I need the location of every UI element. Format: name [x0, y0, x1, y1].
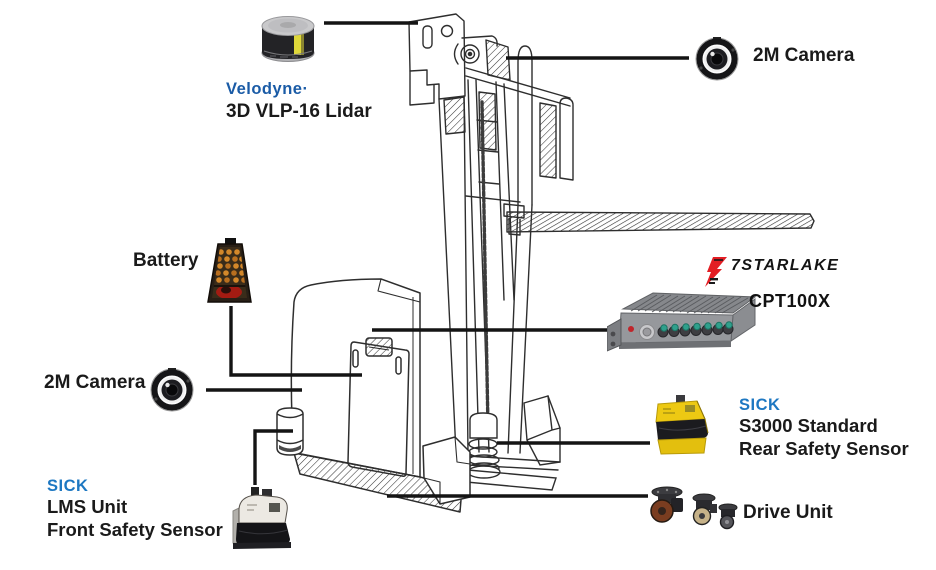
starlake-bolt-icon	[705, 257, 727, 287]
computer-model: CPT100X	[749, 291, 831, 311]
drive-unit-label: Drive Unit	[743, 502, 833, 523]
camera-right-image	[695, 37, 739, 81]
front-sensor-name: Front Safety Sensor	[47, 518, 223, 540]
computer-label: 7STARLAKE CPT100X	[705, 257, 839, 312]
rear-sensor-label: SICK S3000 Standard Rear Safety Sensor	[739, 396, 909, 460]
rear-sensor-image	[655, 395, 709, 455]
callout-lines	[206, 21, 689, 498]
callout-front-sensor	[253, 429, 293, 485]
velodyne-brand: Velodyne·	[226, 80, 309, 98]
lidar-label: Velodyne· 3D VLP-16 Lidar	[226, 80, 372, 124]
front-sensor-model: LMS Unit	[47, 496, 128, 517]
computer-brand: 7STARLAKE	[731, 257, 840, 274]
rear-sensor-name: Rear Safety Sensor	[739, 437, 909, 459]
camera-left-image	[150, 368, 194, 412]
sick-brand-rear: SICK	[739, 396, 781, 414]
sketch-fork	[503, 203, 815, 236]
front-sensor-image	[232, 487, 291, 549]
battery-image	[207, 238, 252, 303]
sketch-body	[276, 278, 471, 513]
rear-sensor-model: S3000 Standard	[739, 415, 878, 436]
lidar-image	[261, 16, 315, 62]
lidar-name: 3D VLP-16 Lidar	[226, 101, 372, 122]
callout-battery	[229, 306, 362, 377]
front-sensor-label: SICK LMS Unit Front Safety Sensor	[47, 477, 223, 541]
sketch-mast	[408, 13, 574, 454]
sick-brand-front: SICK	[47, 477, 89, 495]
drive-unit-image	[650, 486, 738, 530]
battery-label: Battery	[133, 250, 199, 271]
camera-left-label: 2M Camera	[44, 372, 146, 393]
camera-right-label: 2M Camera	[753, 45, 855, 66]
computer-image	[607, 292, 757, 352]
